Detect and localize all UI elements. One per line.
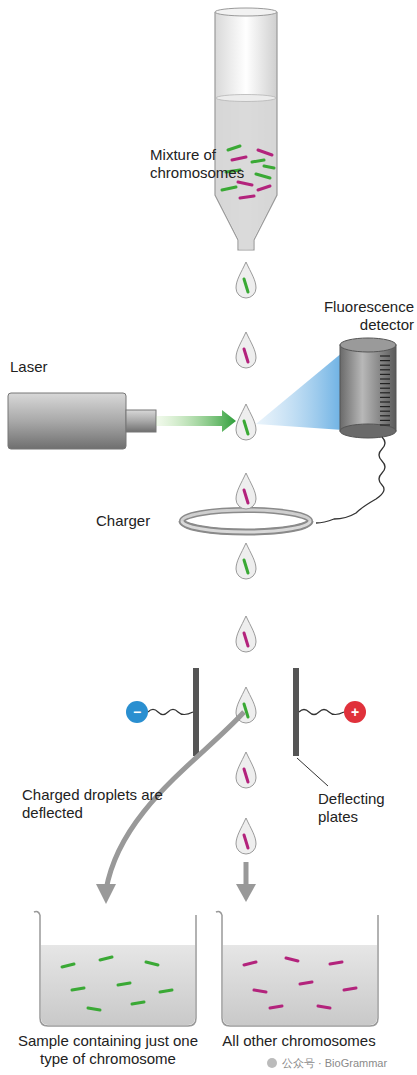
droplet	[236, 404, 256, 440]
chromosome	[286, 958, 298, 961]
part-label: Fluorescence detector	[290, 298, 414, 334]
chromosome	[244, 560, 248, 573]
detector-slit	[380, 392, 390, 393]
droplet-shape	[236, 332, 256, 368]
droplet-shape	[236, 543, 256, 579]
chromosome	[88, 1008, 100, 1010]
detector-slit	[380, 397, 390, 398]
chromosome	[244, 962, 256, 965]
beakers	[34, 911, 378, 1026]
polarity-sign: +	[347, 705, 363, 719]
chromosome	[258, 150, 272, 155]
chromosome	[132, 1002, 144, 1004]
chromosome	[222, 187, 236, 190]
detector-slit	[380, 355, 390, 356]
laser	[8, 393, 236, 449]
chromosome	[228, 146, 240, 150]
droplet-shape	[236, 752, 256, 788]
chromosome	[244, 835, 248, 848]
chromosome	[244, 421, 248, 434]
chromosome	[270, 1006, 282, 1008]
droplet	[236, 543, 256, 579]
chromosome	[254, 990, 266, 992]
chromosomes-in-tube	[222, 146, 274, 198]
droplet-shape	[236, 818, 256, 854]
part-label: Sample containing just one type of chrom…	[8, 1032, 208, 1068]
chromosome	[300, 982, 312, 984]
detector-slit	[380, 369, 390, 370]
chromosomes-in-beakers	[62, 957, 356, 1010]
chromosome	[244, 704, 248, 717]
chromosome	[244, 279, 248, 292]
droplets	[236, 262, 256, 854]
droplet-shape	[236, 404, 256, 440]
chromosome	[100, 957, 112, 960]
detector-slit	[380, 383, 390, 384]
tube	[215, 8, 277, 250]
chromosome	[72, 988, 84, 990]
chromosome	[118, 983, 130, 985]
fluorescence-detector	[256, 338, 396, 523]
chromosome	[318, 1006, 330, 1008]
detector-slit	[380, 420, 390, 421]
chromosome	[244, 633, 248, 646]
chromosome	[252, 160, 264, 162]
chromosome	[244, 769, 248, 782]
chromosome	[344, 988, 356, 990]
chromosome	[330, 962, 342, 964]
droplet-shape	[236, 473, 256, 509]
chromosome	[238, 182, 252, 185]
detector-slit	[380, 388, 390, 389]
part-label: Charged droplets are deflected	[22, 786, 170, 822]
droplet	[236, 262, 256, 298]
part-label: Deflecting plates	[318, 790, 414, 826]
deflecting-plates	[126, 668, 366, 786]
chromosome	[226, 170, 240, 172]
detector-slit	[380, 374, 390, 375]
part-label: All other chromosomes	[214, 1032, 384, 1050]
watermark-icon	[267, 1058, 277, 1068]
chromosome	[240, 196, 254, 198]
detector-slit	[380, 378, 390, 379]
chromosome	[160, 990, 172, 992]
detector-slit	[380, 401, 390, 402]
chromosome	[146, 962, 158, 965]
detector-slit	[380, 406, 390, 407]
droplet-shape	[236, 262, 256, 298]
detector-slit	[380, 360, 390, 361]
droplet	[236, 752, 256, 788]
droplet	[236, 616, 256, 652]
polarity-sign: −	[129, 705, 145, 719]
droplet	[236, 818, 256, 854]
droplet-shape	[236, 616, 256, 652]
chromosome	[244, 490, 248, 503]
chromosome	[256, 174, 270, 178]
chromosome	[62, 964, 74, 967]
chromosome	[264, 166, 274, 168]
droplet	[236, 332, 256, 368]
part-label: Mixture of chromosomes	[150, 146, 216, 182]
detector-slit	[380, 365, 390, 366]
chromosome	[244, 349, 248, 362]
droplet	[236, 473, 256, 509]
chromosome	[232, 157, 246, 160]
detector-slit	[380, 415, 390, 416]
chromosome	[258, 186, 270, 190]
watermark: 公众号 · BioGrammar	[282, 1057, 412, 1070]
detector-slit	[380, 411, 390, 412]
part-label: Laser	[10, 358, 90, 376]
detector-slit	[380, 424, 390, 425]
part-label: Charger	[96, 512, 176, 530]
